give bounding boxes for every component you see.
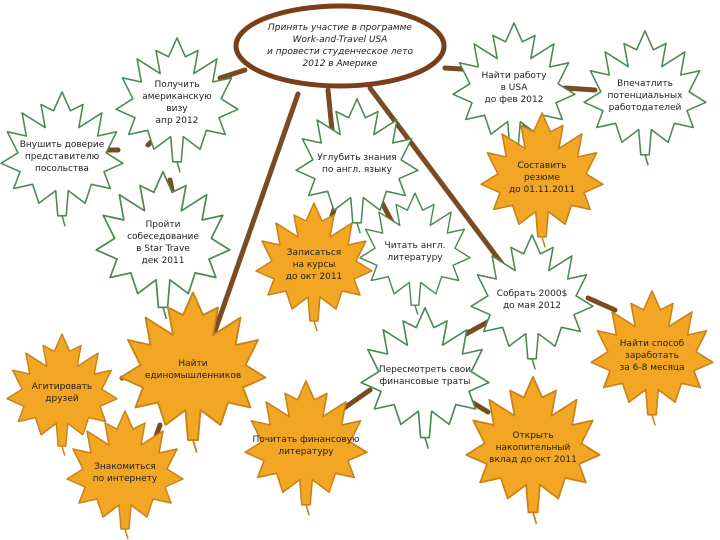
leaf-english <box>295 98 419 234</box>
leaf-shape-interview <box>95 170 231 309</box>
leaf-visa <box>115 37 239 173</box>
leaf-label-review-finance: Пересмотреть свои финансовые траты <box>378 365 472 387</box>
leaf-finance-lit <box>244 380 368 516</box>
leaf-shape-earn <box>590 290 714 416</box>
leaf-label-resume: Составить резюме до 01.11.2011 <box>508 161 576 195</box>
leaf-review-finance <box>360 306 490 449</box>
leaf-deposit <box>465 375 601 525</box>
leaf-shape-save-money <box>470 234 594 360</box>
leaf-label-save-money: Собрать 2000$ до мая 2012 <box>496 289 568 311</box>
leaf-label-visa: Получить американскую визу апр 2012 <box>142 80 212 126</box>
leaf-label-earn: Найти способ заработать за 6-8 месяца <box>619 339 685 373</box>
leaf-stem-english <box>356 222 361 234</box>
leaves-layer <box>0 22 714 540</box>
leaf-stem-finance-lit <box>305 504 310 516</box>
leaf-embassy <box>0 91 124 227</box>
leaf-label-interview: Пройти собеседование в Star Trave дек 20… <box>127 220 199 266</box>
leaf-label-finance-lit: Почитать финансовую литературу <box>252 435 360 457</box>
leaf-stem-deposit <box>532 512 538 525</box>
leaf-label-like-minded: Найти единомышленников <box>144 359 242 381</box>
leaf-stem-agitate <box>61 445 66 456</box>
leaf-label-english: Углубить знания по англ. языку <box>317 153 397 175</box>
leaf-label-literature: Читать англ. литературу <box>384 241 446 263</box>
branch-4 <box>207 91 301 348</box>
branch-0 <box>217 67 248 81</box>
leaf-label-find-job: Найти работу в USA до фев 2012 <box>481 71 547 105</box>
goal-text: Принять участие в программе Work-and-Tra… <box>267 23 413 69</box>
leaf-label-embassy: Внушить доверие представителю посольства <box>19 140 105 174</box>
leaf-stem-review-finance <box>424 437 430 449</box>
goal-ellipse <box>233 3 447 89</box>
leaf-stem-save-money <box>531 358 536 370</box>
leaf-stem-impress <box>644 154 649 166</box>
leaf-save-money <box>470 234 594 370</box>
leaf-stem-meet-online <box>124 528 129 540</box>
leaf-earn <box>590 290 714 426</box>
leaf-resume <box>480 112 604 248</box>
leaf-agitate <box>6 333 118 456</box>
leaf-label-agitate: Агитировать друзей <box>31 382 93 404</box>
branch-13 <box>585 295 618 313</box>
leaf-stem-like-minded <box>192 439 198 453</box>
leaf-literature <box>359 192 471 315</box>
branch-11 <box>562 85 598 93</box>
leaf-stem-interview <box>162 307 168 320</box>
leaf-stem-resume <box>541 236 546 248</box>
branch-5 <box>325 87 335 133</box>
leaf-interview <box>95 170 231 320</box>
leaf-like-minded <box>119 291 267 453</box>
leaf-label-deposit: Открыть накопительный вклад до окт 2011 <box>489 431 577 465</box>
leaf-label-impress: Впечатлить потенциальных работодателей <box>607 79 683 113</box>
leaf-stem-literature <box>414 304 419 315</box>
leaf-label-courses: Записаться на курсы до окт 2011 <box>285 248 343 282</box>
leaf-impress <box>583 30 707 166</box>
leaf-label-meet-online: Знакомиться по интернету <box>92 462 158 484</box>
leaf-stem-courses <box>313 320 318 332</box>
leaf-stem-earn <box>651 414 656 426</box>
leaf-meet-online <box>66 410 184 540</box>
leaf-stem-embassy <box>61 215 66 227</box>
leaf-courses <box>255 202 373 332</box>
leaf-stem-visa <box>176 161 181 173</box>
leaf-shape-finance-lit <box>244 380 368 506</box>
